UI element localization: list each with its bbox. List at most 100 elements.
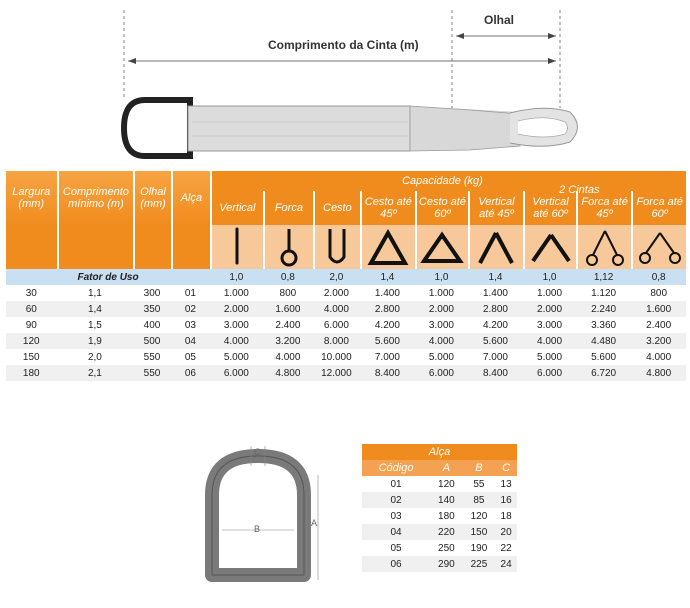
cell-capacity: 5.600 [591, 351, 617, 363]
cell-olhal: 300 [143, 287, 161, 299]
cell-alca: 01 [184, 287, 196, 299]
cell-comprimento: 2,0 [87, 351, 102, 363]
sub-header-vertical-45: Vertical até 45º [467, 191, 524, 225]
fator-value: 0,8 [262, 269, 314, 285]
fator-value: 1,4 [359, 269, 416, 285]
alca-cell: 16 [495, 492, 517, 508]
cell-capacity: 800 [650, 287, 668, 299]
ring-label-c: C [254, 447, 261, 457]
cell-capacity: 1.400 [374, 287, 400, 299]
cell-capacity: 2.800 [359, 301, 416, 317]
sling-diagram [120, 10, 578, 159]
alca-cell: 13 [500, 478, 512, 490]
alca-header-c: C [495, 460, 517, 476]
cell-olhal: 400 [143, 319, 161, 331]
alca-cell: 22 [500, 542, 512, 554]
fator-value: 0,8 [631, 269, 686, 285]
alca-cell: 120 [438, 478, 455, 490]
alca-cell: 55 [473, 478, 485, 490]
cell-capacity: 3.360 [591, 319, 617, 331]
alca-cell: 06 [362, 556, 431, 572]
vertical-hook-icon [210, 225, 263, 269]
alca-cell: 20 [495, 524, 517, 540]
cell-capacity: 2.000 [415, 301, 468, 317]
cell-largura: 120 [6, 333, 57, 349]
header-capacidade-group: Capacidade (kg) 2 Cintas [210, 171, 686, 196]
cell-alca: 05 [184, 351, 196, 363]
cell-capacity: 2.400 [646, 319, 672, 331]
alca-header-codigo: Código [362, 460, 431, 476]
cell-capacity: 5.000 [428, 351, 454, 363]
cell-capacity: 6.720 [575, 365, 632, 381]
fator-de-uso-label: Fator de Uso [6, 269, 211, 285]
cell-capacity: 1.000 [223, 287, 249, 299]
cell-comprimento: 1,4 [56, 301, 134, 317]
d-ring-icon [205, 449, 311, 582]
fator-value: 1,0 [523, 269, 576, 285]
two-choke-60-icon [631, 225, 686, 269]
ring-label-a: A [311, 518, 318, 528]
cell-comprimento: 1,5 [87, 319, 102, 331]
cell-capacity: 4.480 [575, 333, 632, 349]
d-ring-icon [120, 97, 193, 159]
header-largura: Largura (mm) [6, 171, 57, 225]
cell-capacity: 4.200 [374, 319, 400, 331]
two-vertical-60-icon [523, 225, 576, 269]
cell-capacity: 4.000 [313, 301, 360, 317]
cell-capacity: 1.000 [537, 287, 563, 299]
cell-capacity: 7.000 [374, 351, 400, 363]
header-olhal: Olhal (mm) [133, 171, 171, 225]
alca-cell: 290 [430, 556, 463, 572]
cell-capacity: 10.000 [321, 351, 352, 363]
header-comprimento: Comprimento mínimo (m) [56, 171, 134, 225]
cell-comprimento: 1,1 [87, 287, 102, 299]
cell-capacity: 8.000 [313, 333, 360, 349]
cell-alca: 06 [170, 365, 211, 381]
olhal-dimension-label: Olhal [484, 13, 515, 27]
cell-capacity: 4.000 [275, 351, 301, 363]
alca-cell: 03 [390, 510, 402, 522]
two-vertical-45-icon [467, 225, 524, 269]
header-capacidade: Capacidade (kg) [402, 175, 483, 187]
cell-capacity: 4.000 [646, 351, 672, 363]
alca-cell: 220 [430, 524, 463, 540]
alca-cell: 140 [430, 492, 463, 508]
alca-table-title: Alça [362, 444, 517, 460]
cell-capacity: 4.000 [415, 333, 468, 349]
cell-capacity: 3.000 [537, 319, 563, 331]
alca-cell: 190 [470, 542, 488, 554]
cell-capacity: 1.000 [428, 287, 454, 299]
cell-capacity: 4.200 [482, 319, 508, 331]
alca-cell: 150 [462, 524, 496, 540]
sub-header-forca-45: Forca até 45º [575, 191, 632, 225]
cell-largura: 60 [6, 301, 57, 317]
cell-largura: 180 [6, 365, 57, 381]
cell-capacity: 8.400 [359, 365, 416, 381]
cell-capacity: 4.000 [210, 333, 263, 349]
cell-capacity: 2.000 [210, 301, 263, 317]
cell-largura: 90 [25, 319, 37, 331]
sub-header-vertical: Vertical [210, 191, 263, 225]
cell-alca: 04 [170, 333, 211, 349]
cell-largura: 150 [22, 351, 40, 363]
cell-capacity: 4.800 [262, 365, 314, 381]
cell-capacity: 3.200 [631, 333, 686, 349]
cell-capacity: 4.000 [523, 333, 576, 349]
cell-capacity: 6.000 [523, 365, 576, 381]
sub-header-forca: Forca [262, 191, 314, 225]
alca-header-a: A [430, 460, 463, 476]
cell-capacity: 3.200 [262, 333, 314, 349]
alca-cell: 02 [362, 492, 431, 508]
basket-u-icon [313, 225, 360, 269]
fator-value: 2,0 [313, 269, 360, 285]
